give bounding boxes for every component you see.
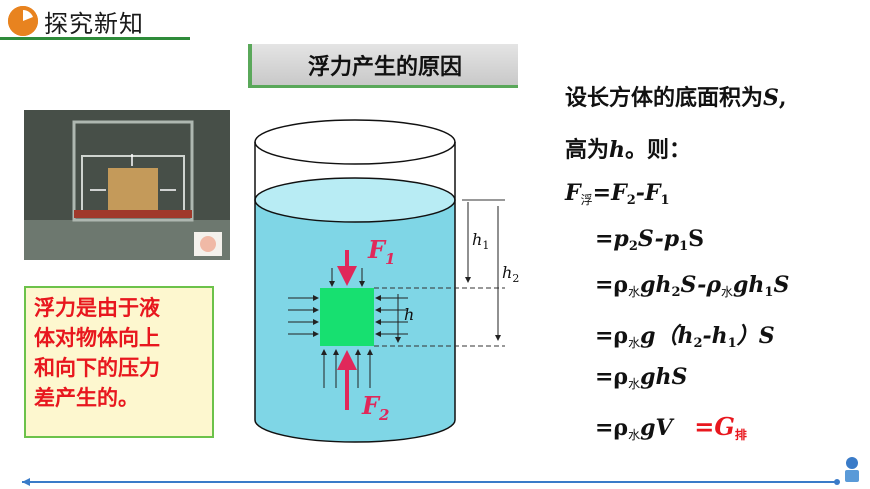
note-line: 和向下的压力 — [34, 356, 160, 380]
section-title: 浮力产生的原因 — [248, 44, 518, 88]
formula-line-2: 高为h。则： — [565, 137, 692, 163]
conclusion-note: 浮力是由于液 体对物体向上 和向下的压力 差产生的。 — [24, 286, 214, 438]
experiment-photo — [24, 110, 230, 260]
note-line: 体对物体向上 — [34, 326, 160, 350]
pie-chart-icon — [8, 6, 38, 36]
buoyancy-result: =G排 — [694, 412, 747, 442]
h-label: h — [404, 305, 414, 324]
derivation-panel: 设长方体的底面积为S, 高为h。则： F浮=F2-F1 =p2S-p1S =ρ水… — [565, 80, 865, 450]
formula-line-1: 设长方体的底面积为S, — [565, 85, 787, 111]
buoyancy-diagram: F1 F2 h1 h2 h — [240, 110, 570, 455]
header: 探究新知 — [0, 0, 190, 40]
note-line: 差产生的。 — [34, 386, 139, 410]
h1-label: h1 — [472, 230, 489, 252]
formula-line-6: =ρ水g（h2-h1）S — [595, 323, 775, 351]
formula-line-5: =ρ水gh2S-ρ水gh1S — [595, 272, 790, 300]
f1-label: F1 — [367, 235, 395, 268]
note-line: 浮力是由于液 — [34, 296, 160, 320]
f2-label: F2 — [361, 391, 389, 424]
formula-line-4: =p2S-p1S — [595, 226, 705, 254]
footer-progress-line — [22, 472, 842, 486]
formula-line-3: F浮=F2-F1 — [565, 180, 670, 208]
h2-label: h2 — [502, 263, 519, 285]
header-underline — [0, 37, 190, 40]
header-title: 探究新知 — [44, 10, 144, 38]
teacher-icon — [842, 456, 862, 484]
formula-line-7: =ρ水ghS — [595, 364, 688, 391]
formula-line-8: =ρ水gV =G排 — [595, 412, 747, 442]
